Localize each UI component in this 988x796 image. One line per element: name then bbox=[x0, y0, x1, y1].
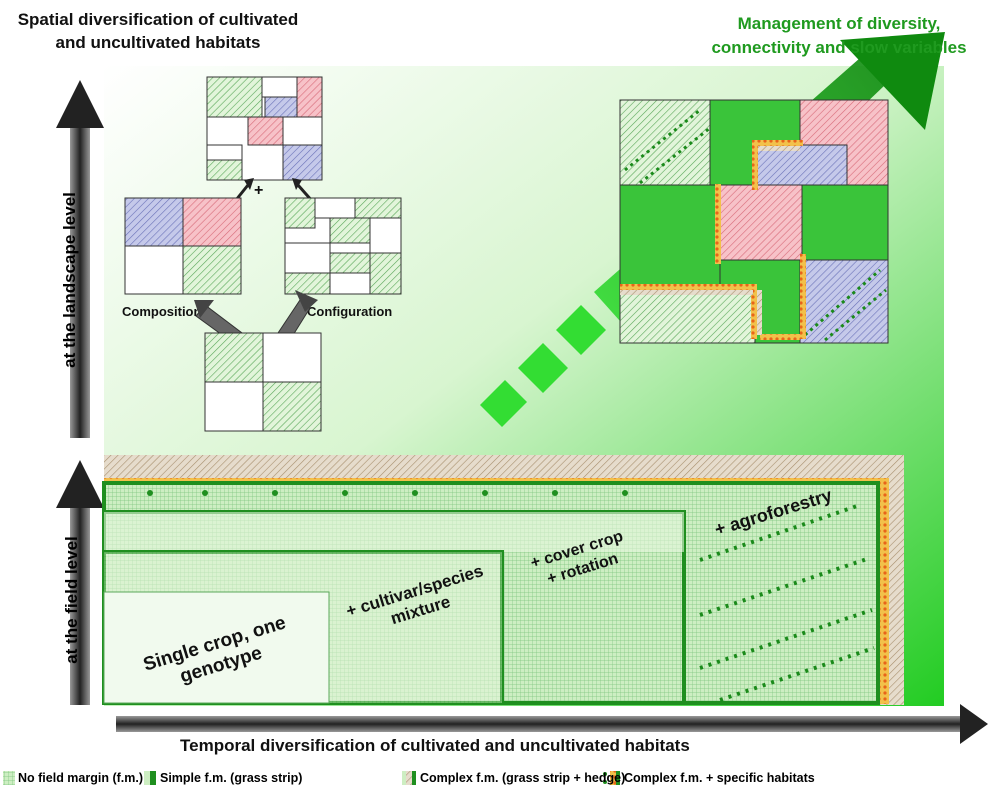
y-axis-title-line1: Spatial diversification of cultivated bbox=[17, 10, 299, 29]
temporal-axis-arrow bbox=[116, 704, 988, 744]
configuration-label: Configuration bbox=[307, 304, 392, 319]
configuration-grid bbox=[284, 197, 402, 295]
legend-item-simple-margin: Simple f.m. (grass strip) bbox=[160, 771, 303, 785]
base-landscape-grid bbox=[204, 332, 322, 432]
y-axis-title-line2: and uncultivated habitats bbox=[55, 33, 261, 52]
landscape-level-label: at the landscape level bbox=[60, 192, 79, 368]
arrow-configuration-up-head bbox=[292, 178, 302, 190]
grass-strip-swatch bbox=[150, 771, 156, 785]
landscape-axis-arrow bbox=[56, 80, 104, 438]
arrow-composition-up-head bbox=[244, 178, 254, 190]
legend-item-specific-habitats: Complex f.m. + specific habitats bbox=[624, 771, 815, 785]
plus-sign: + bbox=[254, 182, 263, 199]
landscape-mix-grid bbox=[206, 76, 323, 181]
composition-grid bbox=[124, 197, 242, 295]
legend-swatches bbox=[3, 771, 620, 785]
grass-strips-landscape bbox=[620, 146, 800, 335]
no-margin-swatch bbox=[3, 771, 15, 785]
field-axis-arrow bbox=[56, 460, 104, 705]
specific-habitat-swatch bbox=[610, 771, 616, 785]
y-axis-title: Spatial diversification of cultivated an… bbox=[8, 8, 308, 54]
field-level-region bbox=[102, 455, 904, 705]
arrow-to-configuration-head bbox=[295, 290, 318, 312]
management-title-line1: Management of diversity, bbox=[737, 14, 941, 33]
agroforestry-rows-landscape bbox=[624, 108, 887, 342]
hedge-swatch bbox=[406, 771, 412, 785]
management-title: Management of diversity, connectivity an… bbox=[690, 12, 988, 60]
field-level-label: at the field level bbox=[62, 536, 81, 664]
legend-item-no-margin: No field margin (f.m.) bbox=[18, 771, 143, 785]
hedges-landscape bbox=[620, 140, 806, 340]
composition-label: Composition bbox=[122, 304, 201, 319]
management-title-line2: connectivity and slow variables bbox=[711, 38, 967, 57]
x-axis-title: Temporal diversification of cultivated a… bbox=[180, 736, 690, 755]
legend-item-complex-margin: Complex f.m. (grass strip + hedge) bbox=[420, 771, 626, 785]
arrow-to-composition-head bbox=[194, 300, 214, 318]
